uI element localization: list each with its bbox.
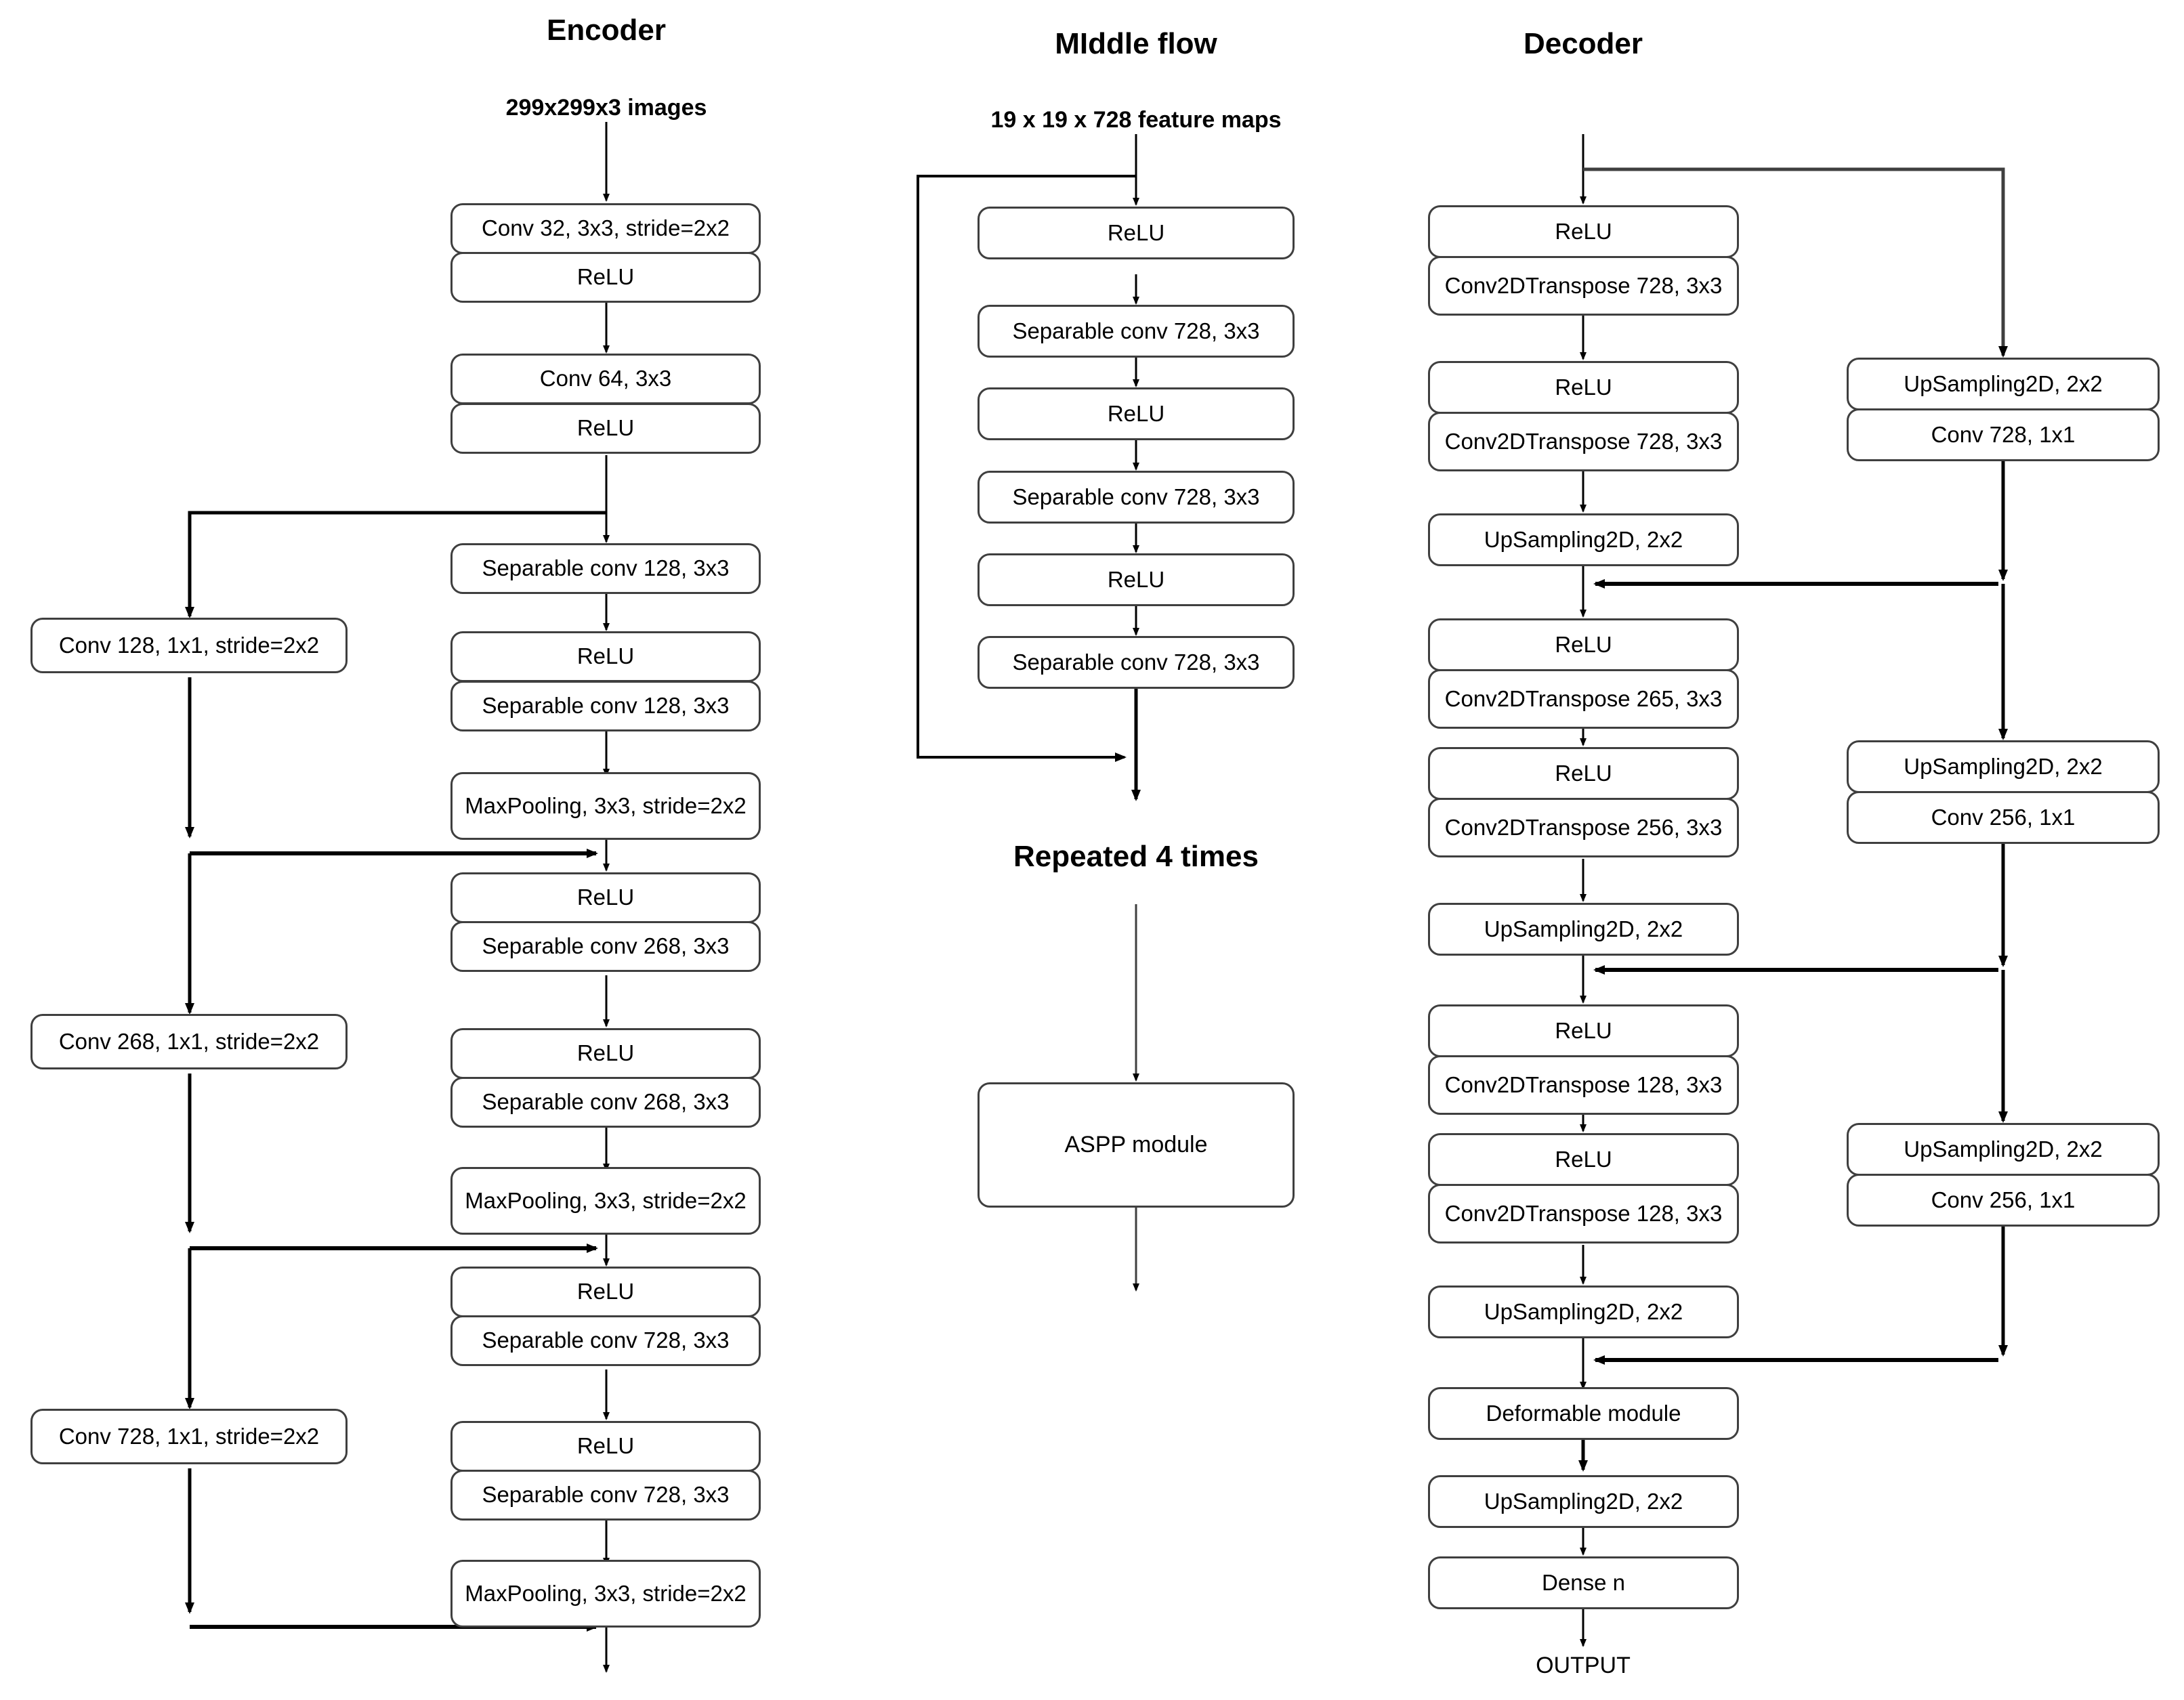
encoder-node-sepconv728-2[interactable]: Separable conv 728, 3x3 [450, 1470, 761, 1521]
middle-flow-input-label: 19 x 19 x 728 feature maps [990, 107, 1282, 133]
encoder-node-relu-5[interactable]: ReLU [450, 1028, 761, 1079]
decoder-skip-conv256-1[interactable]: Conv 256, 1x1 [1847, 791, 2160, 844]
encoder-node-sepconv128-1[interactable]: Separable conv 128, 3x3 [450, 543, 761, 594]
decoder-node-convt265[interactable]: Conv2DTranspose 265, 3x3 [1428, 669, 1739, 729]
encoder-node-maxpool-2[interactable]: MaxPooling, 3x3, stride=2x2 [450, 1167, 761, 1235]
decoder-node-upsample-4[interactable]: UpSampling2D, 2x2 [1428, 1475, 1739, 1528]
encoder-node-maxpool-1[interactable]: MaxPooling, 3x3, stride=2x2 [450, 772, 761, 840]
decoder-node-relu-1[interactable]: ReLU [1428, 205, 1739, 258]
encoder-node-conv32[interactable]: Conv 32, 3x3, stride=2x2 [450, 203, 761, 254]
decoder-node-convt728-1[interactable]: Conv2DTranspose 728, 3x3 [1428, 256, 1739, 316]
encoder-node-sepconv268-2[interactable]: Separable conv 268, 3x3 [450, 1077, 761, 1128]
decoder-node-convt128-1[interactable]: Conv2DTranspose 128, 3x3 [1428, 1055, 1739, 1115]
encoder-skip-conv728[interactable]: Conv 728, 1x1, stride=2x2 [30, 1409, 348, 1464]
encoder-node-relu-7[interactable]: ReLU [450, 1421, 761, 1472]
encoder-node-relu-2[interactable]: ReLU [450, 403, 761, 454]
decoder-node-relu-4[interactable]: ReLU [1428, 747, 1739, 800]
decoder-skip-upsample-2[interactable]: UpSampling2D, 2x2 [1847, 740, 2160, 793]
decoder-node-upsample-1[interactable]: UpSampling2D, 2x2 [1428, 513, 1739, 566]
decoder-node-convt728-2[interactable]: Conv2DTranspose 728, 3x3 [1428, 412, 1739, 471]
decoder-node-deformable[interactable]: Deformable module [1428, 1387, 1739, 1440]
encoder-node-relu-4[interactable]: ReLU [450, 872, 761, 923]
decoder-node-convt256[interactable]: Conv2DTranspose 256, 3x3 [1428, 798, 1739, 857]
column-title-encoder: Encoder [546, 14, 667, 47]
middleflow-node-sepconv-1[interactable]: Separable conv 728, 3x3 [978, 305, 1295, 358]
encoder-node-sepconv728-1[interactable]: Separable conv 728, 3x3 [450, 1315, 761, 1366]
column-title-decoder: Decoder [1523, 27, 1643, 60]
decoder-node-relu-6[interactable]: ReLU [1428, 1133, 1739, 1186]
encoder-node-relu-6[interactable]: ReLU [450, 1267, 761, 1317]
decoder-node-upsample-3[interactable]: UpSampling2D, 2x2 [1428, 1285, 1739, 1338]
encoder-node-sepconv268-1[interactable]: Separable conv 268, 3x3 [450, 921, 761, 972]
encoder-node-sepconv128-2[interactable]: Separable conv 128, 3x3 [450, 681, 761, 731]
encoder-skip-conv268[interactable]: Conv 268, 1x1, stride=2x2 [30, 1014, 348, 1069]
middleflow-node-relu-1[interactable]: ReLU [978, 207, 1295, 259]
middleflow-node-relu-2[interactable]: ReLU [978, 387, 1295, 440]
encoder-node-relu-1[interactable]: ReLU [450, 252, 761, 303]
decoder-skip-conv256-2[interactable]: Conv 256, 1x1 [1847, 1174, 2160, 1227]
middleflow-node-sepconv-2[interactable]: Separable conv 728, 3x3 [978, 471, 1295, 524]
decoder-skip-conv728[interactable]: Conv 728, 1x1 [1847, 408, 2160, 461]
middleflow-node-aspp[interactable]: ASPP module [978, 1082, 1295, 1208]
encoder-node-relu-3[interactable]: ReLU [450, 631, 761, 682]
middleflow-node-relu-3[interactable]: ReLU [978, 553, 1295, 606]
encoder-node-conv64[interactable]: Conv 64, 3x3 [450, 354, 761, 404]
decoder-skip-upsample-1[interactable]: UpSampling2D, 2x2 [1847, 358, 2160, 410]
decoder-node-dense[interactable]: Dense n [1428, 1556, 1739, 1609]
decoder-skip-upsample-3[interactable]: UpSampling2D, 2x2 [1847, 1123, 2160, 1176]
encoder-node-maxpool-3[interactable]: MaxPooling, 3x3, stride=2x2 [450, 1560, 761, 1628]
middleflow-node-sepconv-3[interactable]: Separable conv 728, 3x3 [978, 636, 1295, 689]
decoder-node-upsample-2[interactable]: UpSampling2D, 2x2 [1428, 903, 1739, 956]
decoder-output-label: OUTPUT [1536, 1653, 1631, 1678]
encoder-skip-conv128[interactable]: Conv 128, 1x1, stride=2x2 [30, 618, 348, 673]
decoder-node-relu-5[interactable]: ReLU [1428, 1004, 1739, 1057]
column-title-middle-flow: MIddle flow [1055, 27, 1217, 60]
decoder-node-relu-2[interactable]: ReLU [1428, 361, 1739, 414]
encoder-input-label: 299x299x3 images [505, 95, 707, 121]
decoder-node-relu-3[interactable]: ReLU [1428, 618, 1739, 671]
middle-flow-repeat-label: Repeated 4 times [1013, 840, 1259, 873]
decoder-node-convt128-2[interactable]: Conv2DTranspose 128, 3x3 [1428, 1184, 1739, 1244]
